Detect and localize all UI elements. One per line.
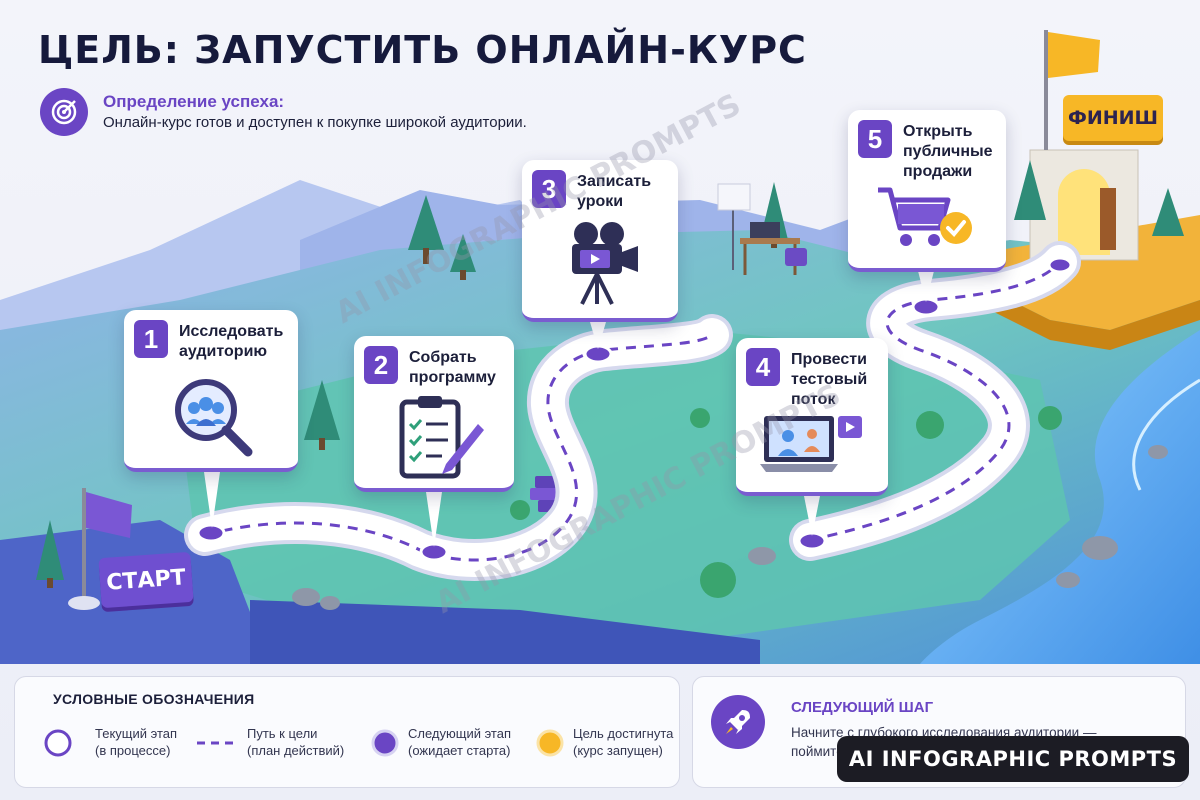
finish-plateau-side xyxy=(990,290,1200,350)
tree-group xyxy=(36,160,1184,588)
finish-sign: ФИНИШ xyxy=(1063,95,1163,141)
audience-search-icon xyxy=(175,379,253,457)
legend-title: УСЛОВНЫЕ ОБОЗНАЧЕНИЯ xyxy=(53,691,255,707)
target-icon xyxy=(40,88,88,136)
step-number: 5 xyxy=(858,120,892,158)
waypoint-markers xyxy=(196,256,1073,562)
outline-circle-icon xyxy=(44,729,72,757)
success-text: Онлайн-курс готов и доступен к покупке ш… xyxy=(103,114,527,131)
filled-circle-icon xyxy=(371,729,399,757)
bush-group xyxy=(510,406,1062,598)
video-camera-icon xyxy=(572,222,638,305)
start-sign: СТАРТ xyxy=(98,551,194,609)
step-number: 2 xyxy=(364,346,398,384)
river-highlight xyxy=(1132,378,1200,491)
start-flag xyxy=(86,492,132,538)
laptop-video-icon xyxy=(760,416,862,472)
finish-gate-arch xyxy=(1058,169,1110,255)
cliff-front xyxy=(250,600,760,664)
dashed-line-icon xyxy=(197,741,237,745)
finish-door xyxy=(1100,188,1116,250)
shopping-cart-check-icon xyxy=(878,187,972,246)
rock-group xyxy=(292,445,1168,610)
river xyxy=(920,330,1200,664)
step-number: 3 xyxy=(532,170,566,208)
card-stems xyxy=(204,271,934,547)
finish-flag xyxy=(1048,32,1100,78)
page-title: ЦЕЛЬ: ЗАПУСТИТЬ ОНЛАЙН-КУРС xyxy=(38,28,807,72)
next-step-title: СЛЕДУЮЩИЙ ШАГ xyxy=(791,699,934,716)
gold-circle-icon xyxy=(536,729,564,757)
start-flag-base xyxy=(68,596,100,610)
road-dashes xyxy=(204,333,713,562)
brand-badge: AI INFOGRAPHIC PROMPTS xyxy=(837,736,1189,782)
clipboard-checklist-icon xyxy=(399,396,484,479)
step-number: 1 xyxy=(134,320,168,358)
studio-desk-icon xyxy=(717,183,807,275)
rocket-icon xyxy=(711,695,765,749)
road-2-dashes xyxy=(809,260,1062,542)
legend-panel: УСЛОВНЫЕ ОБОЗНАЧЕНИЯ Текущий этап(в проц… xyxy=(14,676,680,788)
step-number: 4 xyxy=(746,348,780,386)
success-label: Определение успеха: xyxy=(103,92,285,111)
